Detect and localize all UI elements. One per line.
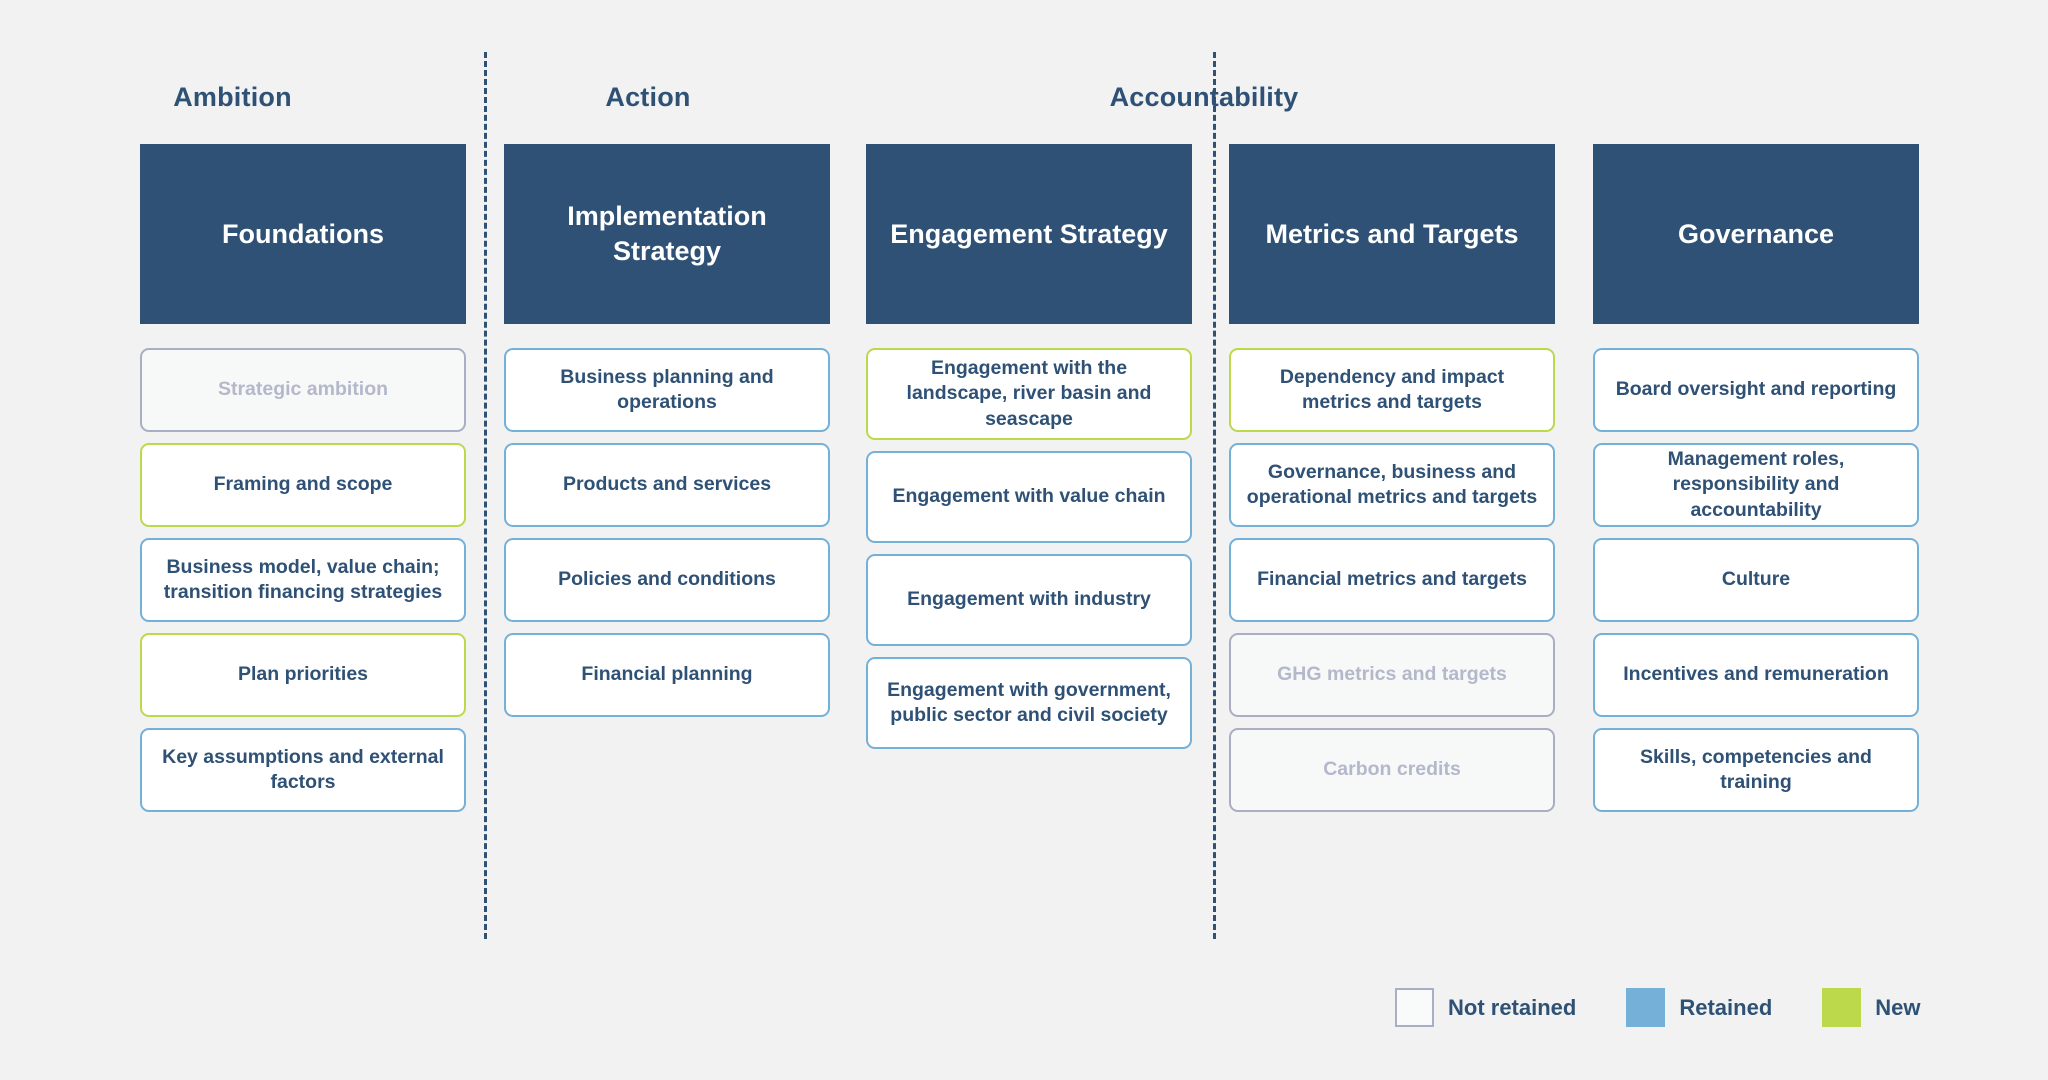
card-item[interactable]: Policies and conditions xyxy=(504,538,830,622)
card-item[interactable]: Framing and scope xyxy=(140,443,466,527)
group-title-action: Action xyxy=(605,82,691,112)
divider-line-1 xyxy=(484,52,487,939)
column-header-implementation-strategy: Implementation Strategy xyxy=(504,144,830,324)
card-item[interactable]: Engagement with industry xyxy=(866,554,1192,646)
card-item[interactable]: Board oversight and reporting xyxy=(1593,348,1919,432)
card-item[interactable]: Engagement with the landscape, river bas… xyxy=(866,348,1192,440)
legend-label-retained: Retained xyxy=(1679,994,1773,1020)
group-title-accountability: Accountability xyxy=(1109,82,1299,112)
card-item[interactable]: Carbon credits xyxy=(1229,728,1555,812)
card-item[interactable]: Culture xyxy=(1593,538,1919,622)
card-item[interactable]: Financial planning xyxy=(504,633,830,717)
card-item[interactable]: Products and services xyxy=(504,443,830,527)
card-item[interactable]: GHG metrics and targets xyxy=(1229,633,1555,717)
column-header-governance: Governance xyxy=(1593,144,1919,324)
legend-label-notretained: Not retained xyxy=(1448,994,1577,1020)
card-item[interactable]: Dependency and impact metrics and target… xyxy=(1229,348,1555,432)
card-item[interactable]: Financial metrics and targets xyxy=(1229,538,1555,622)
card-item[interactable]: Skills, competencies and training xyxy=(1593,728,1919,812)
divider-line-2 xyxy=(1213,52,1216,939)
card-item[interactable]: Engagement with value chain xyxy=(866,451,1192,543)
card-item[interactable]: Strategic ambition xyxy=(140,348,466,432)
legend-swatch-retained xyxy=(1626,988,1666,1027)
legend-item-new: New xyxy=(1822,988,1921,1027)
legend-swatch-new xyxy=(1822,988,1862,1027)
column-header-engagement-strategy: Engagement Strategy xyxy=(866,144,1192,324)
card-list: Engagement with the landscape, river bas… xyxy=(866,348,1192,749)
legend-swatch-notretained xyxy=(1395,988,1434,1027)
card-item[interactable]: Governance, business and operational met… xyxy=(1229,443,1555,527)
legend-item-retained: Retained xyxy=(1626,988,1772,1027)
legend-label-new: New xyxy=(1875,994,1921,1020)
card-item[interactable]: Engagement with government, public secto… xyxy=(866,657,1192,749)
card-item[interactable]: Incentives and remuneration xyxy=(1593,633,1919,717)
card-item[interactable]: Management roles, responsibility and acc… xyxy=(1593,443,1919,527)
card-list: Dependency and impact metrics and target… xyxy=(1229,348,1555,812)
group-title-ambition: Ambition xyxy=(173,82,292,112)
legend-item-notretained: Not retained xyxy=(1395,988,1576,1027)
legend: Not retained Retained New xyxy=(1395,988,1921,1027)
column-header-foundations: Foundations xyxy=(140,144,466,324)
card-item[interactable]: Key assumptions and external factors xyxy=(140,728,466,812)
card-item[interactable]: Plan priorities xyxy=(140,633,466,717)
column-header-metrics-and-targets: Metrics and Targets xyxy=(1229,144,1555,324)
card-item[interactable]: Business planning and operations xyxy=(504,348,830,432)
card-item[interactable]: Business model, value chain; transition … xyxy=(140,538,466,622)
